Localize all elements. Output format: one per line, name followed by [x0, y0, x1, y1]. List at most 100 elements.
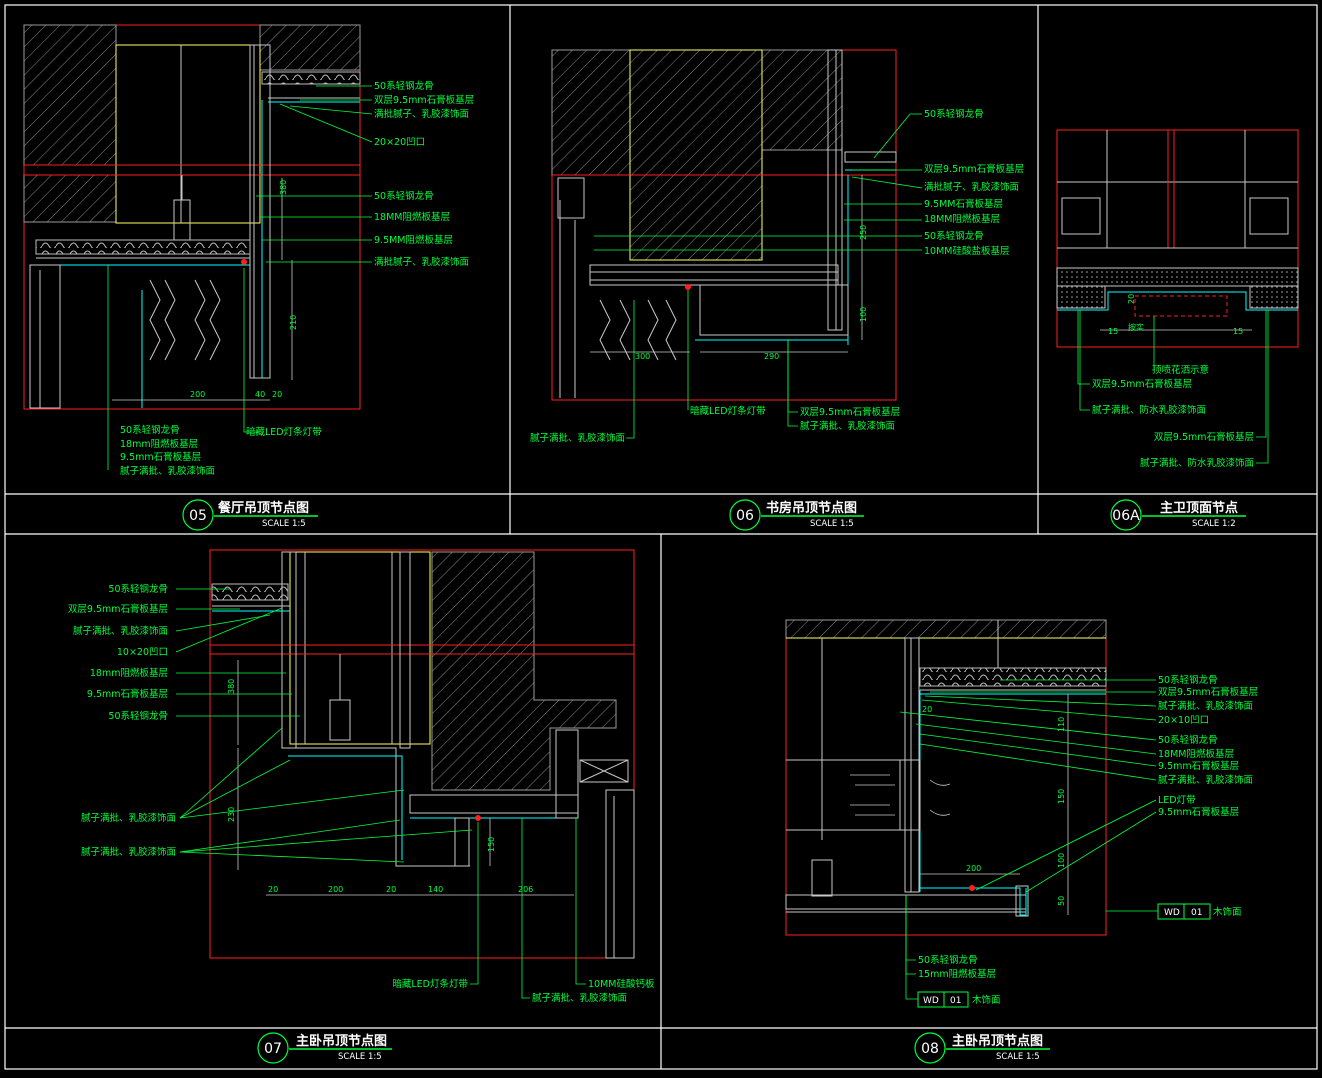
panel-08-title: 08 主卧吊顶节点图 SCALE 1:5 — [914, 1032, 1050, 1064]
p07-dim-2: 230 — [227, 807, 236, 822]
p05-title: 餐厅吊顶节点图 — [217, 500, 309, 516]
p06-label-4: 9.5MM石膏板基层 — [924, 198, 1003, 210]
p06-number: 06 — [736, 508, 754, 524]
p05-dim-5: 20 — [272, 390, 282, 399]
p07-dim-7: 206 — [518, 885, 533, 894]
p08-label-6: 18MM阻燃板基层 — [1158, 748, 1234, 760]
p07-label-7: 50系轻钢龙骨 — [108, 710, 168, 722]
p06a-label-5: 腻子满批、防水乳胶漆饰面 — [1140, 457, 1254, 469]
panel-06-title: 06 书房吊顶节点图 SCALE 1:5 — [729, 499, 864, 531]
p06-label-8: 暗藏LED灯条灯带 — [690, 405, 766, 417]
p06-label-6: 50系轻钢龙骨 — [924, 230, 984, 242]
p07-scale: SCALE 1:5 — [338, 1052, 382, 1062]
p07-label-12: 10MM硅酸钙板 — [588, 978, 655, 990]
p07-label-8: 腻子满批、乳胶漆饰面 — [81, 812, 176, 824]
panel-06a-drawing: 顶喷花洒示意 双层9.5mm石膏板基层 腻子满批、防水乳胶漆饰面 双层9.5mm… — [1056, 129, 1299, 469]
p06-dim-2: 100 — [859, 307, 868, 322]
p06a-title: 主卫顶面节点 — [1160, 500, 1238, 516]
p06-scale: SCALE 1:5 — [810, 519, 854, 529]
p07-label-9: 腻子满批、乳胶漆饰面 — [81, 846, 176, 858]
p06-dim-4: 290 — [764, 352, 779, 361]
p06a-label-4: 双层9.5mm石膏板基层 — [1154, 431, 1254, 443]
p06-label-2: 双层9.5mm石膏板基层 — [924, 163, 1024, 175]
p05-number: 05 — [189, 508, 207, 524]
p05-label-9: 暗藏LED灯条灯带 — [246, 426, 322, 438]
p07-title: 主卧吊顶节点图 — [296, 1033, 387, 1049]
p08-tag-b-num: 01 — [950, 996, 961, 1006]
p05-label-10: 50系轻钢龙骨 — [120, 424, 180, 436]
p07-dim-3: 20 — [268, 885, 278, 894]
p08-label-9: LED灯带 — [1158, 795, 1196, 806]
p05-label-12: 9.5mm石膏板基层 — [120, 451, 201, 463]
p06a-label-1: 顶喷花洒示意 — [1152, 364, 1209, 376]
p06-dim-3: 300 — [635, 352, 650, 361]
p05-label-4: 20×20凹口 — [374, 137, 425, 148]
p08-dim-3: 100 — [1057, 853, 1066, 868]
p07-label-3: 腻子满批、乳胶漆饰面 — [73, 625, 168, 637]
p05-scale: SCALE 1:5 — [262, 519, 306, 529]
p05-dim-3: 200 — [190, 390, 205, 399]
p08-label-13: 15mm阻燃板基层 — [918, 968, 996, 980]
p07-label-4: 10×20凹口 — [117, 647, 168, 658]
p08-label-14: 木饰面 — [972, 994, 1001, 1006]
p08-label-1: 50系轻钢龙骨 — [1158, 674, 1218, 686]
p05-dim-2: 210 — [289, 315, 298, 330]
p07-label-1: 50系轻钢龙骨 — [108, 583, 168, 595]
panel-07-drawing: 50系轻钢龙骨 双层9.5mm石膏板基层 腻子满批、乳胶漆饰面 10×20凹口 … — [68, 549, 655, 1004]
p06-label-1: 50系轻钢龙骨 — [924, 108, 984, 120]
p08-tag-a-num: 01 — [1191, 908, 1202, 918]
p06-dim-1: 250 — [859, 225, 868, 240]
p07-dim-5: 20 — [386, 885, 396, 894]
p07-number: 07 — [264, 1041, 282, 1057]
p06-label-11: 腻子满批、乳胶漆饰面 — [530, 432, 625, 444]
p08-label-8: 腻子满批、乳胶漆饰面 — [1158, 774, 1253, 786]
p08-tag-a-code: WD — [1164, 908, 1180, 918]
p05-label-8: 满批腻子、乳胶漆饰面 — [374, 256, 469, 268]
p07-label-6: 9.5mm石膏板基层 — [87, 688, 168, 700]
panel-08-drawing: 50系轻钢龙骨 双层9.5mm石膏板基层 腻子满批、乳胶漆饰面 20×10凹口 … — [785, 619, 1258, 1008]
p05-label-11: 18mm阻燃板基层 — [120, 438, 198, 450]
p08-dim-4: 50 — [1057, 896, 1066, 906]
sheet-frame — [4, 4, 1318, 1070]
p08-label-11: 木饰面 — [1213, 906, 1242, 918]
p05-label-6: 18MM阻燃板基层 — [374, 211, 450, 223]
p06a-dim-3: 15 — [1233, 327, 1243, 336]
p06a-dim-1: 15 — [1108, 327, 1118, 336]
p08-label-12: 50系轻钢龙骨 — [918, 954, 978, 966]
p06-title: 书房吊顶节点图 — [766, 500, 857, 516]
p08-label-5: 50系轻钢龙骨 — [1158, 734, 1218, 746]
p06a-scale: SCALE 1:2 — [1192, 519, 1236, 529]
p06-label-9: 双层9.5mm石膏板基层 — [800, 406, 900, 418]
p06a-dim-4: 20 — [1127, 294, 1136, 304]
p08-scale: SCALE 1:5 — [996, 1052, 1040, 1062]
panel-05-drawing: 50系轻钢龙骨 双层9.5mm石膏板基层 满批腻子、乳胶漆饰面 20×20凹口 … — [23, 24, 474, 477]
p05-label-3: 满批腻子、乳胶漆饰面 — [374, 108, 469, 120]
p05-label-5: 50系轻钢龙骨 — [374, 190, 434, 202]
p08-label-10: 9.5mm石膏板基层 — [1158, 806, 1239, 818]
p07-dim-1: 380 — [227, 679, 236, 694]
p08-dim-1: 110 — [1057, 717, 1066, 732]
panel-06-drawing: 50系轻钢龙骨 双层9.5mm石膏板基层 满批腻子、乳胶漆饰面 9.5MM石膏板… — [530, 49, 1024, 444]
p07-dim-4: 200 — [328, 885, 343, 894]
p08-label-3: 腻子满批、乳胶漆饰面 — [1158, 700, 1253, 712]
p08-dim-5: 20 — [922, 705, 932, 714]
p08-dim-6: 200 — [966, 864, 981, 873]
p07-dim-6: 140 — [428, 885, 443, 894]
p06a-number: 06A — [1112, 508, 1140, 524]
p05-label-7: 9.5MM阻燃板基层 — [374, 234, 453, 246]
p08-label-7: 9.5mm石膏板基层 — [1158, 760, 1239, 772]
panel-06a-title: 06A 主卫顶面节点 SCALE 1:2 — [1110, 499, 1246, 531]
p08-title: 主卧吊顶节点图 — [952, 1033, 1043, 1049]
p05-dim-4: 40 — [255, 390, 265, 399]
p06a-label-2: 双层9.5mm石膏板基层 — [1092, 378, 1192, 390]
p06-label-10: 腻子满批、乳胶漆饰面 — [800, 420, 895, 432]
p05-label-13: 腻子满批、乳胶漆饰面 — [120, 465, 215, 477]
p07-dim-8: 150 — [487, 837, 496, 852]
p08-tag-b — [917, 991, 969, 1008]
p06-label-3: 满批腻子、乳胶漆饰面 — [924, 181, 1019, 193]
p07-label-5: 18mm阻燃板基层 — [90, 667, 168, 679]
panel-05-title: 05 餐厅吊顶节点图 SCALE 1:5 — [182, 499, 318, 531]
p06-label-7: 10MM硅酸盐板基层 — [924, 245, 1009, 257]
